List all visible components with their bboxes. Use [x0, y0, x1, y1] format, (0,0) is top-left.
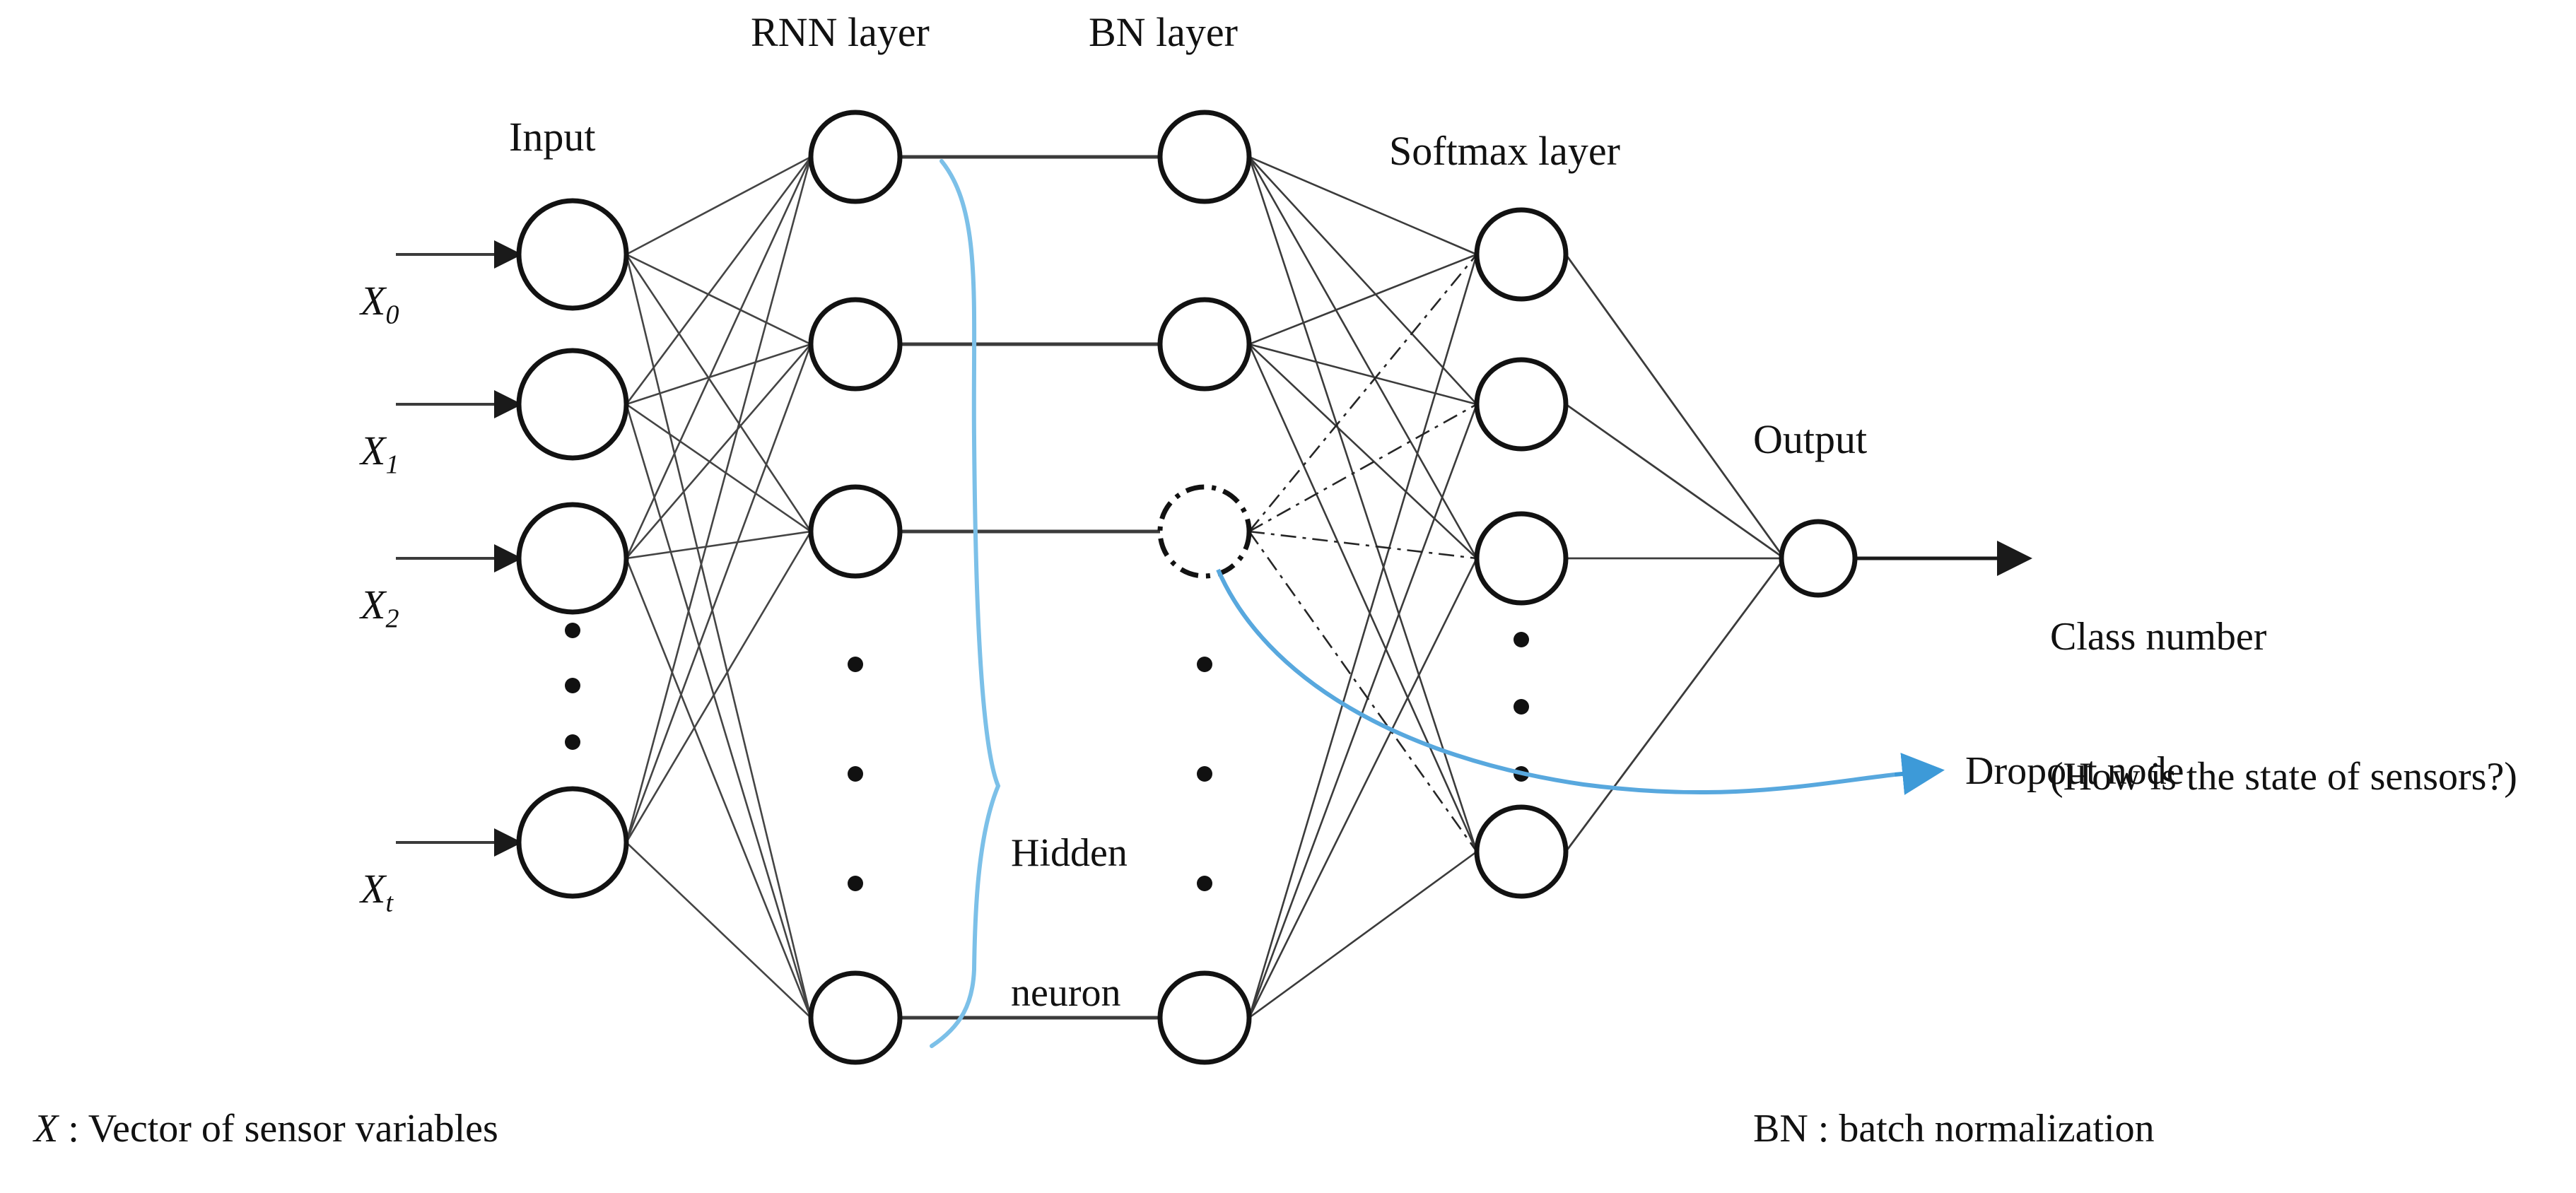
- edges-softmax-to-output: [1564, 254, 1786, 852]
- dropout-node-annotation: Dropout node: [1965, 749, 2184, 793]
- legend-right-row-0: BN : batch normalization: [1753, 1107, 2155, 1151]
- softmax-ellipsis: [1514, 632, 1529, 782]
- dropout-callout-arrow: [1894, 753, 1945, 795]
- layer-title-rnn: RNN layer: [751, 9, 930, 55]
- edges-bn-to-softmax: [1248, 155, 1478, 1019]
- output-annotation-line1: Class number: [2050, 615, 2267, 659]
- node-softmax-2: [1474, 511, 1569, 606]
- legend-left-symbol-0: X: [34, 1107, 59, 1151]
- bn-nodes: [1157, 110, 1252, 1065]
- rnn-ellipsis: [848, 657, 863, 891]
- node-rnn-2: [808, 484, 903, 579]
- node-rnn-1: [808, 297, 903, 392]
- input-label-x1: X1: [320, 379, 399, 529]
- node-input-0: [516, 198, 629, 311]
- node-softmax-0: [1474, 207, 1569, 302]
- layer-title-bn: BN layer: [1089, 9, 1238, 55]
- rnn-nodes: [808, 110, 903, 1065]
- edges-input-to-rnn: [625, 155, 812, 1018]
- node-rnn-n: [808, 970, 903, 1065]
- node-input-1: [516, 348, 629, 461]
- input-label-x2: X2: [320, 533, 399, 683]
- input-label-x0-base: X: [361, 278, 386, 324]
- input-label-x0-sub: 0: [385, 300, 399, 331]
- output-annotation: Class number (How is the state of sensor…: [2050, 520, 2517, 894]
- hidden-neuron-line2: neuron: [1011, 971, 1121, 1016]
- edges-dropout-to-softmax: [1248, 254, 1478, 852]
- hidden-neuron-brace: [930, 159, 1001, 1048]
- bn-ellipsis: [1197, 657, 1212, 891]
- input-label-xt-sub: t: [385, 888, 393, 919]
- legend-left: X : Vector of sensor variables (data of …: [34, 1012, 618, 1193]
- node-softmax-n: [1474, 804, 1569, 899]
- hidden-neuron-line1: Hidden: [1011, 831, 1128, 876]
- softmax-nodes: [1474, 207, 1569, 899]
- edges-rnn-to-bn: [900, 155, 1160, 1020]
- layer-title-softmax: Softmax layer: [1389, 128, 1620, 174]
- input-label-xt: Xt: [320, 817, 393, 968]
- node-output: [1779, 519, 1858, 598]
- node-input-t: [516, 786, 629, 899]
- node-dropout: [1157, 484, 1252, 579]
- node-bn-n: [1157, 970, 1252, 1065]
- input-label-x2-base: X: [361, 582, 386, 628]
- legend-right: BN : batch normalization Optimizer – ada…: [1753, 1012, 2155, 1193]
- node-softmax-1: [1474, 357, 1569, 452]
- layer-title-input: Input: [509, 114, 596, 160]
- node-bn-1: [1157, 297, 1252, 392]
- node-rnn-0: [808, 110, 903, 204]
- input-label-xt-base: X: [361, 866, 386, 912]
- input-label-x0: X0: [320, 229, 399, 380]
- input-nodes: [516, 198, 629, 899]
- input-label-x2-sub: 2: [385, 604, 399, 635]
- legend-left-row-0: X : Vector of sensor variables: [34, 1105, 618, 1152]
- hidden-neuron-annotation: Hidden neuron: [1011, 736, 1128, 1110]
- dropout-callout-curve: [1216, 568, 1895, 795]
- node-bn-0: [1157, 110, 1252, 204]
- input-label-x1-base: X: [361, 428, 386, 474]
- input-ellipsis: [565, 623, 580, 750]
- layer-title-output: Output: [1753, 416, 1868, 462]
- output-annotation-line2: (How is the state of sensors?): [2050, 755, 2517, 799]
- input-label-x1-sub: 1: [385, 450, 399, 481]
- node-input-2: [516, 502, 629, 615]
- input-arrows: [396, 240, 522, 857]
- legend-left-text-0: : Vector of sensor variables: [58, 1107, 498, 1151]
